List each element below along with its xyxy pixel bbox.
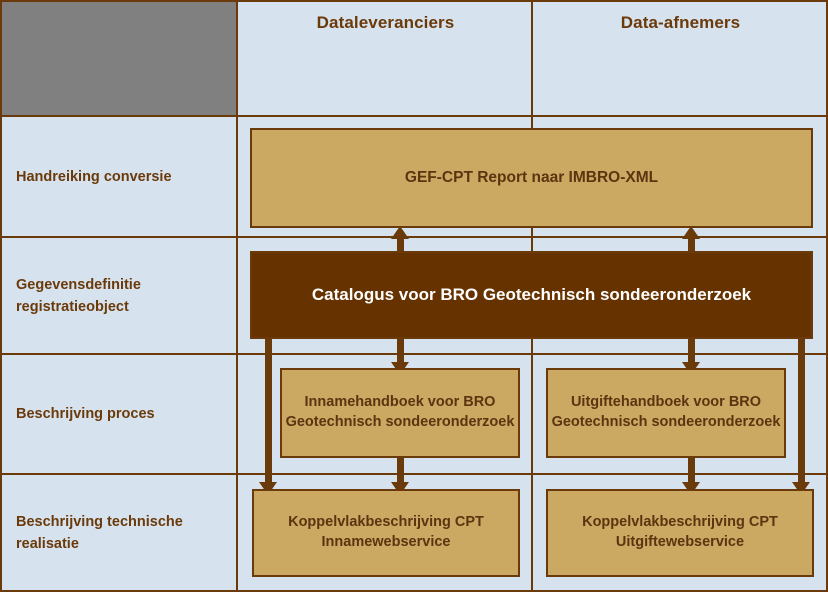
connector-shaft: [687, 330, 695, 365]
grid-line-top: [0, 0, 828, 2]
connector-shaft: [687, 236, 695, 255]
node-label: Koppelvlakbeschrijving CPT Uitgiftewebse…: [582, 514, 778, 550]
connector-catalogus-to-gefcpt-right: [681, 226, 701, 255]
node-catalogus-bro[interactable]: Catalogus voor BRO Geotechnisch sondeero…: [250, 251, 813, 339]
grid-line-right: [826, 0, 828, 592]
column-header-dataleveranciers: Dataleveranciers: [238, 0, 533, 117]
grid-line-row-1: [0, 115, 828, 117]
row-label-text: Beschrijving proces: [16, 406, 155, 423]
connector-catalogus-to-gefcpt-left: [390, 226, 410, 255]
connector-shaft: [797, 330, 805, 485]
node-label: Koppelvlakbeschrijving CPT Innamewebserv…: [288, 514, 484, 550]
grid-line-col-1: [236, 0, 238, 592]
node-koppelvlak-innamewebservice[interactable]: Koppelvlakbeschrijving CPT Innamewebserv…: [252, 489, 520, 577]
arrowhead-up-icon: [391, 226, 409, 239]
node-label: GEF-CPT Report naar IMBRO-XML: [404, 168, 659, 186]
header-corner-placeholder: [0, 0, 238, 117]
row-label-text: Beschrijving technische realisatie: [16, 514, 183, 552]
row-label-beschrijving-proces: Beschrijving proces: [0, 355, 238, 475]
column-header-data-afnemers: Data-afnemers: [533, 0, 828, 117]
connector-shaft: [396, 330, 404, 365]
connector-shaft: [396, 450, 404, 485]
connector-shaft: [396, 236, 404, 255]
row-label-gegevensdefinitie-registratieobject: Gegevensdefinitie registratieobject: [0, 238, 238, 355]
arrowhead-up-icon: [682, 226, 700, 239]
row-label-text: Handreiking conversie: [16, 168, 172, 185]
connector-shaft: [264, 330, 272, 485]
connector-shaft: [687, 450, 695, 485]
node-uitgiftehandboek[interactable]: Uitgiftehandboek voor BRO Geotechnisch s…: [546, 368, 786, 458]
node-label: Catalogus voor BRO Geotechnisch sondeero…: [311, 284, 752, 304]
grid-line-row-3: [0, 353, 828, 355]
row-label-beschrijving-technische-realisatie: Beschrijving technische realisatie: [0, 475, 238, 592]
row-label-text: Gegevensdefinitie registratieobject: [16, 277, 141, 315]
grid-line-row-4: [0, 473, 828, 475]
node-koppelvlak-uitgiftewebservice[interactable]: Koppelvlakbeschrijving CPT Uitgiftewebse…: [546, 489, 814, 577]
column-header-label: Data-afnemers: [620, 13, 741, 32]
grid-line-row-2: [0, 236, 828, 238]
grid-line-left: [0, 0, 2, 592]
connector-catalogus-to-koppelvlak-inname: [258, 330, 278, 495]
row-label-handreiking-conversie: Handreiking conversie: [0, 117, 238, 238]
node-innamehandboek[interactable]: Innamehandboek voor BRO Geotechnisch son…: [280, 368, 520, 458]
node-label: Innamehandboek voor BRO Geotechnisch son…: [285, 394, 515, 430]
node-label: Uitgiftehandboek voor BRO Geotechnisch s…: [551, 394, 781, 430]
node-gef-cpt-report[interactable]: GEF-CPT Report naar IMBRO-XML: [250, 128, 813, 228]
connector-catalogus-to-koppelvlak-uitgifte: [791, 330, 811, 495]
grid-line-bottom: [0, 590, 828, 592]
column-header-label: Dataleveranciers: [316, 13, 455, 32]
